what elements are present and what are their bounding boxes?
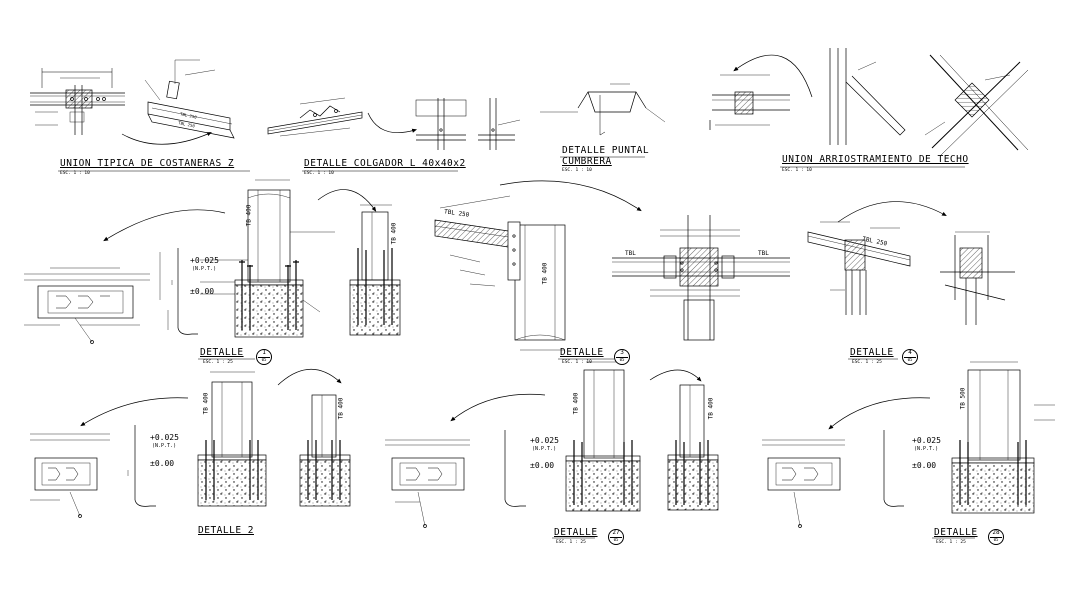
scale-detalle-3: ESC. 1 : 10 <box>562 360 592 365</box>
title-detalle-4: DETALLE <box>850 347 894 358</box>
detalle-2-anchor <box>127 425 156 507</box>
title-detalle-3: DETALLE <box>560 347 604 358</box>
detalle-27-section <box>565 361 641 512</box>
title-detalle-1: DETALLE <box>200 347 244 358</box>
svg-text:TBL 250: TBL 250 <box>178 120 196 129</box>
scale-union-costaneras: ESC. 1 : 10 <box>60 171 90 176</box>
title-colgador: DETALLE COLGADOR L 40x40x2 <box>304 158 466 169</box>
detalle-2-section <box>197 371 267 507</box>
elevation-d2-zero: ±0.00 <box>150 459 175 468</box>
scale-detalle-27: ESC. 1 : 25 <box>556 540 586 545</box>
arriostramiento-arrow <box>733 54 813 98</box>
scale-detalle-28: ESC. 1 : 25 <box>936 540 966 545</box>
detalle-4-section <box>940 231 1015 325</box>
title-detalle-2: DETALLE 2 <box>198 525 254 536</box>
elevation-d27-zero: ±0.00 <box>530 461 555 470</box>
scale-detalle-4: ESC. 1 : 25 <box>852 360 882 365</box>
profile-d3-right: TBL <box>758 250 769 257</box>
elevation-d28-top: +0.025 <box>912 436 941 445</box>
detalle-1-section <box>200 179 335 338</box>
detalle-4-main <box>807 221 911 315</box>
union-costaneras-drawing <box>30 68 125 135</box>
detalle-1-side <box>349 204 401 336</box>
colgador-arrow <box>367 112 418 134</box>
detalle-2-arrow-right <box>277 368 342 386</box>
detalle-28-anchor <box>883 430 904 507</box>
title-arriostramiento: UNION ARRIOSTRAMIENTO DE TECHO <box>782 154 969 165</box>
detalle-3-arrow <box>499 180 642 212</box>
title-cumbrera: CUMBRERA <box>562 156 612 167</box>
detalle-27-side <box>667 384 719 511</box>
elevation-d28-npt: (N.P.T.) <box>914 446 939 452</box>
detalle-28-plan <box>762 439 845 528</box>
detail-bubble-4: 4 05 <box>902 349 918 365</box>
scale-detalle-1: ESC. 1 : 25 <box>203 360 233 365</box>
detalle-2-arrow-left <box>80 397 189 427</box>
elevation-d28-zero: ±0.00 <box>912 461 937 470</box>
detalle-27-arrow-right <box>649 369 702 382</box>
detail-bubble-27: 27 05 <box>608 529 624 545</box>
detail-bubble-1: 1 05 <box>256 349 272 365</box>
detalle-1-plan <box>24 267 150 344</box>
detalle-27-plan <box>385 439 470 528</box>
detalle-4-arrow <box>837 201 947 223</box>
scale-colgador: ESC. 1 : 10 <box>304 171 334 176</box>
profile-d2-side: TB 400 <box>337 397 345 420</box>
elevation-d2-top: +0.025 <box>150 433 179 442</box>
detail-bubble-3: 3 05 <box>614 349 630 365</box>
elevation-d1-top: +0.025 <box>190 256 219 265</box>
scale-puntal: ESC. 1 : 10 <box>562 168 592 173</box>
detalle-27-anchor <box>504 430 526 507</box>
union-costaneras-iso: TBL 250 <box>144 59 235 139</box>
colgador-drawing <box>267 97 521 150</box>
elevation-d27-npt: (N.P.T.) <box>532 446 557 452</box>
arriostramiento-drawing <box>709 48 1029 157</box>
puntal-drawing <box>540 83 666 136</box>
costaneras-arrow <box>121 132 212 145</box>
detalle-28-section <box>951 361 1055 514</box>
profile-d28-column: TB 500 <box>959 387 967 410</box>
scale-arriostramiento: ESC. 1 : 10 <box>782 168 812 173</box>
detalle-28-arrow <box>828 397 931 430</box>
profile-d2-column: TB 400 <box>202 392 210 415</box>
title-detalle-27: DETALLE <box>554 527 598 538</box>
detalle-27-arrow-left <box>450 393 546 422</box>
elevation-d2-npt: (N.P.T.) <box>152 443 177 449</box>
title-detalle-28: DETALLE <box>934 527 978 538</box>
detalle-3-main <box>434 195 566 351</box>
title-union-costaneras: UNION TIPICA DE COSTANERAS Z <box>60 158 235 169</box>
detalle-1-anchor <box>159 248 198 335</box>
detalle-2-side <box>299 394 351 507</box>
profile-d1-side: TB 400 <box>390 222 398 245</box>
detalle-1-arrow-right <box>317 189 377 212</box>
profile-d1-column: TB 400 <box>245 204 253 227</box>
detalle-3-section <box>612 215 790 341</box>
profile-d3-left: TBL <box>625 250 636 257</box>
elevation-d27-top: +0.025 <box>530 436 559 445</box>
detail-bubble-28: 28 05 <box>988 529 1004 545</box>
profile-d3-column: TB 400 <box>541 262 549 285</box>
elevation-d1-zero: ±0.00 <box>190 287 215 296</box>
profile-d27-side: TB 400 <box>707 397 715 420</box>
profile-d27-column: TB 400 <box>572 392 580 415</box>
detalle-1-arrow-left <box>103 209 226 242</box>
title-puntal: DETALLE PUNTAL <box>562 145 650 156</box>
detalle-2-plan <box>30 433 110 518</box>
elevation-d1-npt: (N.P.T.) <box>192 266 217 272</box>
